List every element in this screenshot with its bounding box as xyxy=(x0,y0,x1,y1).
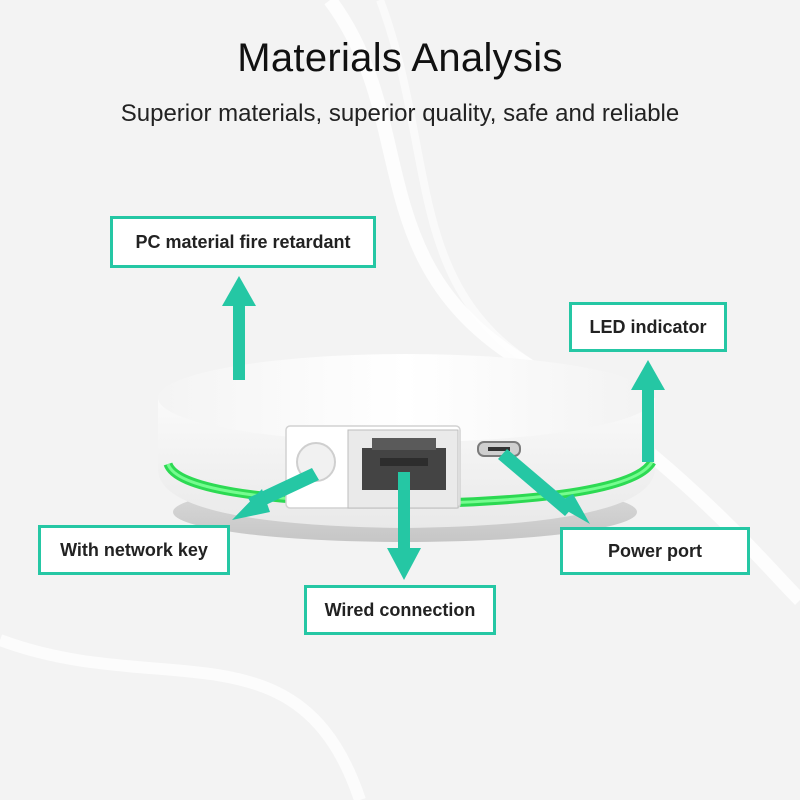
label-power-port: Power port xyxy=(560,527,750,575)
callout-arrows xyxy=(222,276,665,580)
page-title: Materials Analysis xyxy=(237,36,563,80)
label-network-key: With network key xyxy=(38,525,230,575)
label-wired-connection: Wired connection xyxy=(304,585,496,635)
device-top xyxy=(158,354,654,442)
label-led-indicator: LED indicator xyxy=(569,302,727,352)
page-subtitle: Superior materials, superior quality, sa… xyxy=(120,100,680,127)
label-pc-material: PC material fire retardant xyxy=(110,216,376,268)
